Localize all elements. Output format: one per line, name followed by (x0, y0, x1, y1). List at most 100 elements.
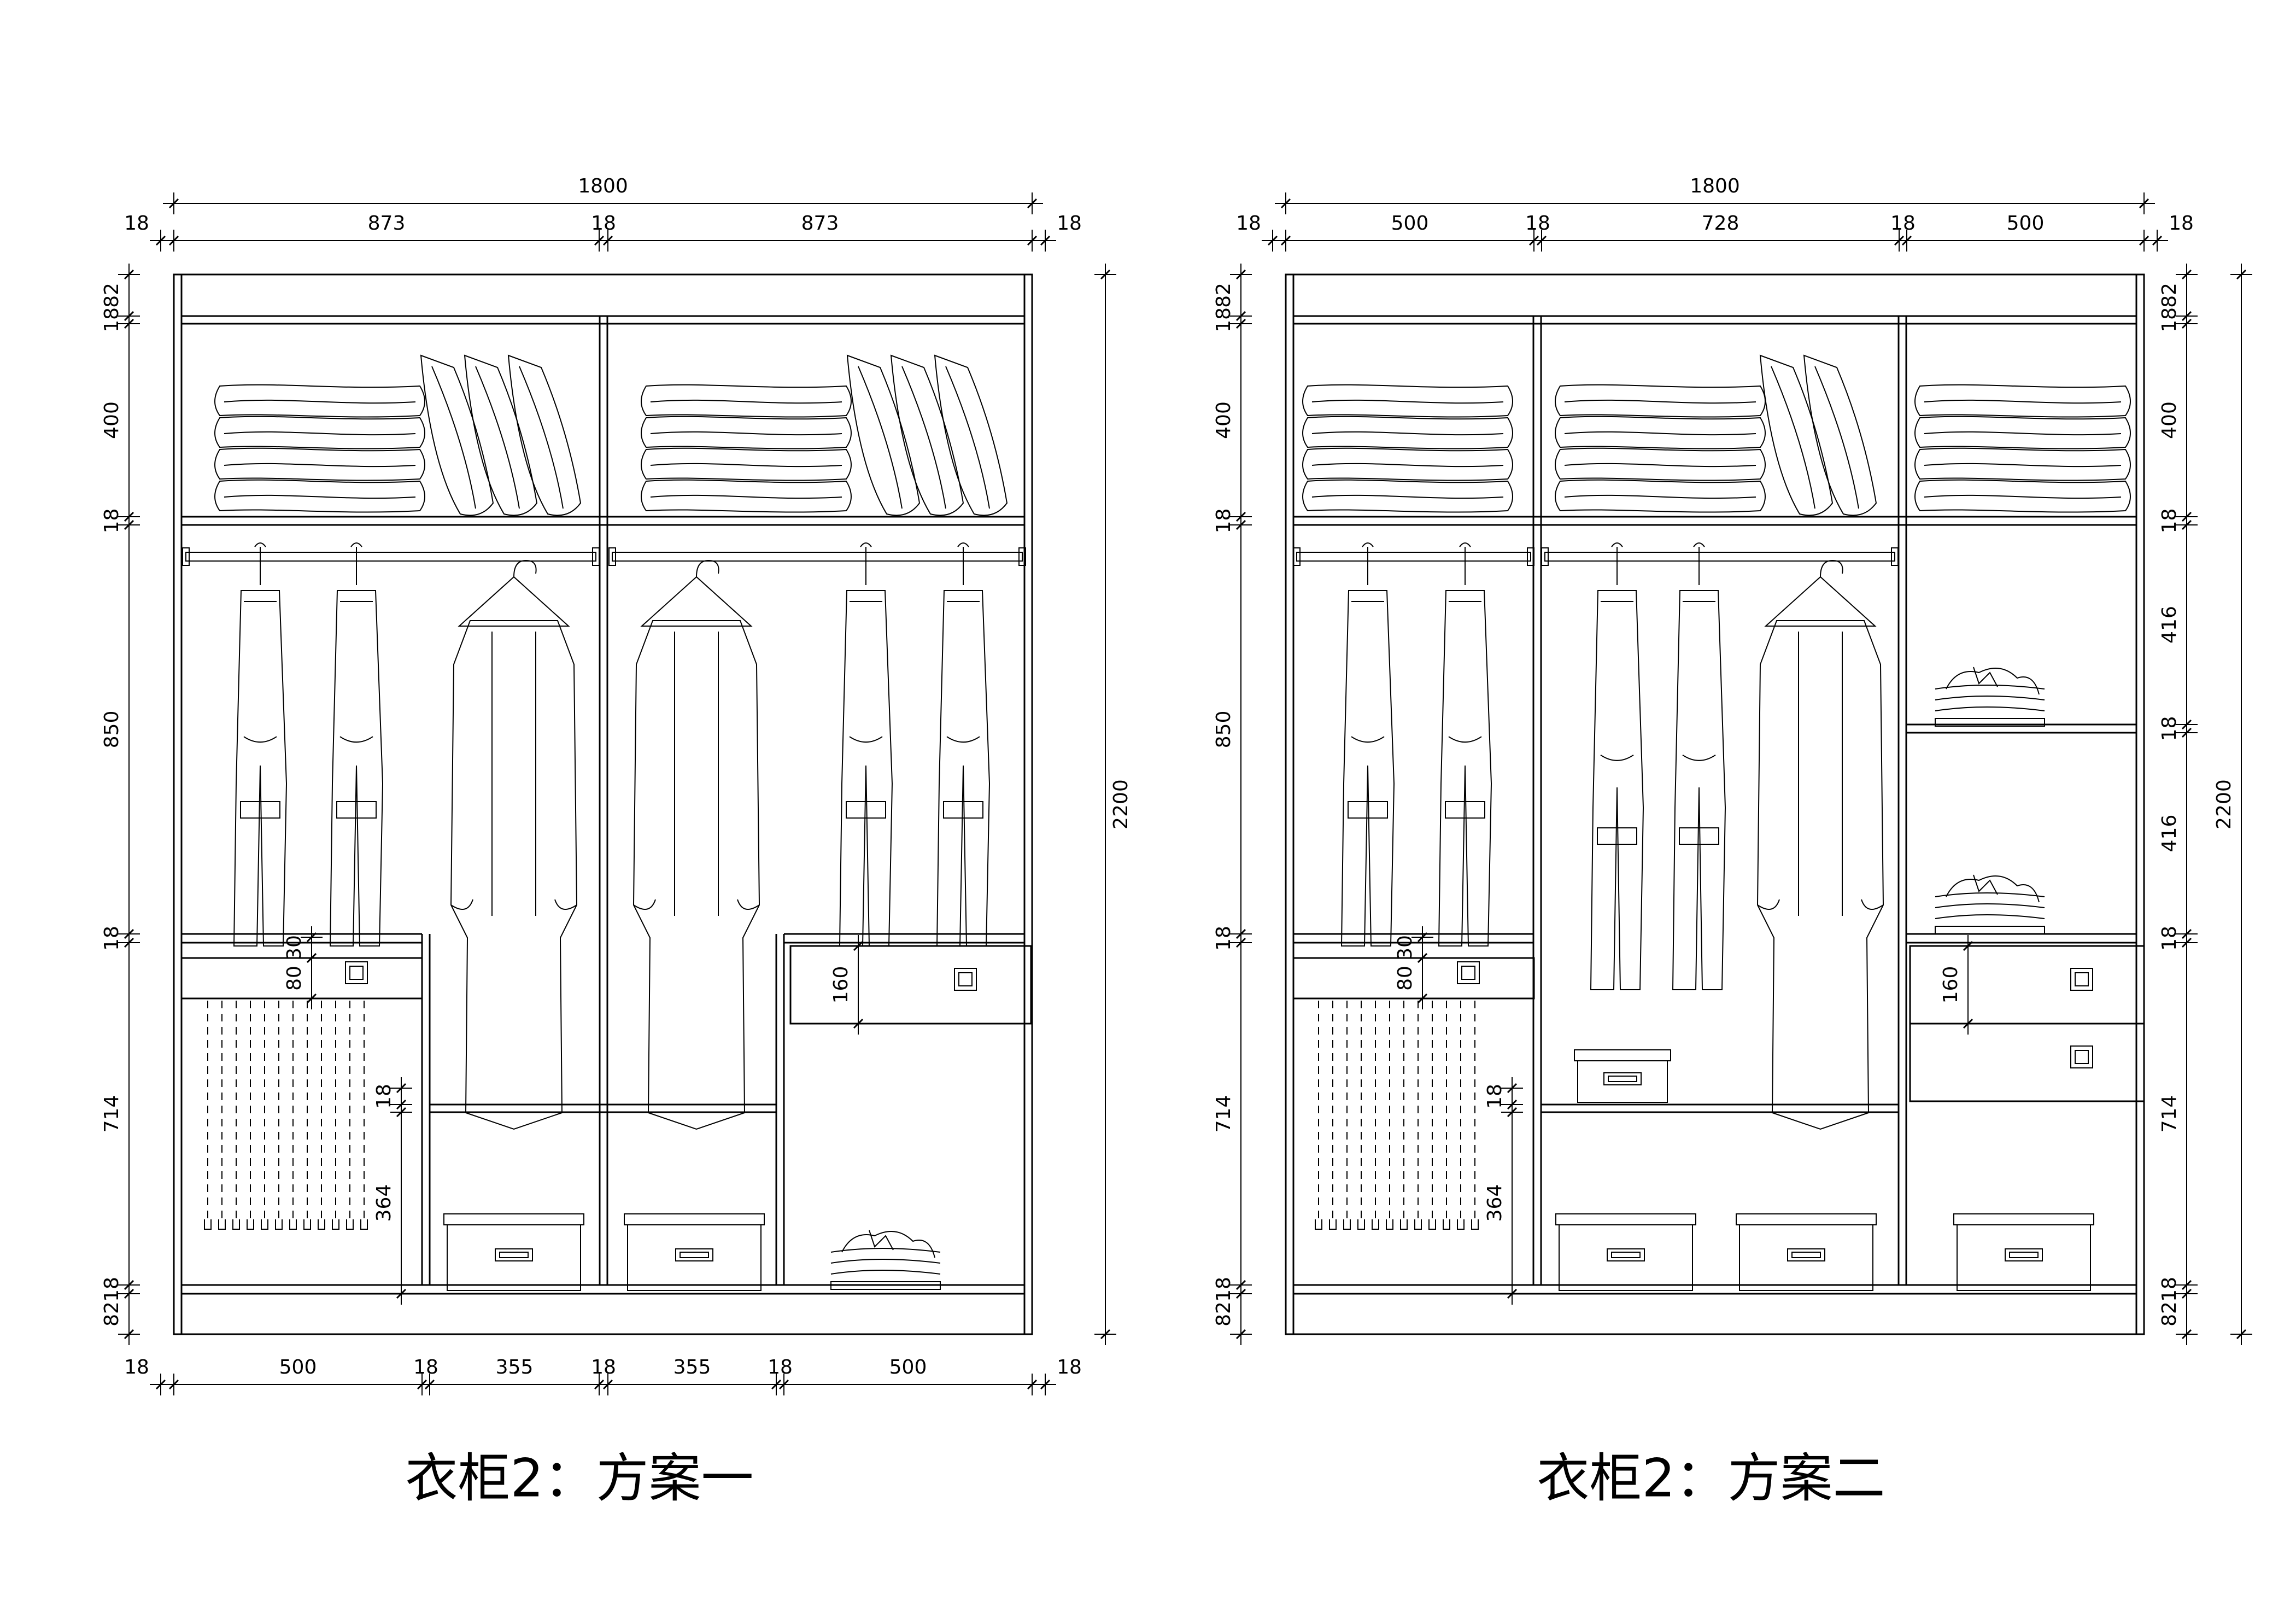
dimension-label: 714 (2158, 1095, 2181, 1133)
hanging-rod-icon (185, 552, 596, 562)
hanging-trousers-icon (1597, 827, 1637, 845)
hanging-scarf-icon (303, 1219, 311, 1230)
hanging-trousers-icon (936, 590, 991, 947)
dimension-label: 18 (2158, 1277, 2181, 1302)
folded-shirt-icon (1935, 903, 2045, 908)
pillow-icon (901, 366, 946, 509)
hanging-trousers-icon (254, 542, 266, 547)
pillow-icon (519, 366, 564, 509)
folded-shirt-icon (830, 1259, 941, 1264)
folded-blanket-icon (1555, 447, 1766, 481)
folded-blanket-icon (1914, 384, 2131, 418)
dimension-label: 18 (1890, 212, 1916, 235)
folded-blanket-icon (1914, 416, 2131, 449)
dimension-label: 18 (101, 509, 123, 534)
drawer-front (1909, 1023, 2145, 1102)
hanging-scarf-icon (261, 1219, 268, 1230)
hanging-scarf-icon (1372, 1219, 1379, 1230)
folded-blanket-icon (1302, 447, 1513, 481)
hanging-rod-icon (592, 547, 600, 566)
hanging-coat-icon (450, 899, 577, 910)
dimension-label: 18 (2158, 307, 2181, 332)
hanging-scarf-icon (1457, 1219, 1465, 1230)
folded-blanket-icon (650, 494, 842, 499)
folded-blanket-icon (650, 431, 842, 436)
hanging-trousers-icon (1600, 754, 1634, 761)
hanging-rod-icon (1293, 547, 1301, 566)
hanging-coat-icon (640, 576, 753, 627)
dimension-label: 850 (1213, 711, 1235, 749)
hanging-trousers-icon (1438, 590, 1492, 947)
dimension-label: 18 (1213, 1277, 1235, 1302)
drawer-handle-icon (1457, 961, 1480, 984)
hanging-scarf-icon (1386, 1219, 1393, 1230)
folded-blanket-icon (1924, 431, 2122, 436)
folded-shirt-icon (1935, 926, 2045, 934)
storage-box-icon (2005, 1248, 2043, 1261)
dimension-label: 82 (101, 283, 123, 308)
dimension-label: 714 (101, 1095, 123, 1133)
dimension-label: 355 (673, 1356, 711, 1378)
drawer-front (789, 945, 1032, 1025)
dimension-label: 18 (1057, 212, 1082, 235)
folded-blanket-icon (1924, 463, 2122, 468)
folded-blanket-icon (1555, 416, 1766, 449)
hanging-rod-icon (1296, 552, 1531, 562)
dimension-label: 18 (413, 1356, 438, 1378)
pillow-icon (858, 366, 903, 509)
dimension-label: 2200 (1110, 779, 1132, 829)
dimension-label: 18 (1236, 212, 1261, 235)
dimension-label: 18 (1057, 1356, 1082, 1378)
hanging-scarf-icon (1357, 1219, 1365, 1230)
folded-shirt-icon (869, 1230, 894, 1251)
dimension-label: 18 (1213, 926, 1235, 951)
hanging-trousers-icon (839, 590, 893, 947)
hanging-scarf-icon (332, 1219, 339, 1230)
hanging-rod-icon (1541, 547, 1549, 566)
pillow-icon (431, 366, 476, 509)
dimension-label: 1800 (1690, 175, 1740, 197)
drawer-handle-icon (2075, 972, 2089, 986)
hanging-trousers-icon (846, 801, 886, 819)
folded-blanket-icon (214, 384, 425, 418)
hanging-scarf-icon (289, 1219, 297, 1230)
hanging-coat-icon (513, 559, 537, 577)
dimension-label: 400 (2158, 401, 2181, 439)
hanging-coat-icon (632, 620, 760, 1130)
dimension-label: 500 (279, 1356, 317, 1378)
drawer-handle-icon (345, 961, 368, 984)
hanging-rod-icon (1018, 547, 1026, 566)
pillow-icon (945, 366, 990, 509)
folded-shirt-icon (1973, 667, 1998, 687)
drawer-handle-icon (958, 972, 973, 986)
folded-blanket-icon (1302, 416, 1513, 449)
folded-blanket-icon (1914, 479, 2131, 513)
folded-blanket-icon (1564, 431, 1756, 436)
folded-blanket-icon (1564, 463, 1756, 468)
hanging-rod-icon (608, 547, 616, 566)
hanging-trousers-icon (1693, 542, 1705, 547)
folded-shirt-icon (1946, 875, 2040, 903)
dimension-label: 18 (124, 1356, 149, 1378)
dimension-label: 364 (373, 1184, 395, 1222)
dimension-label: 30 (283, 935, 306, 960)
folded-blanket-icon (1302, 384, 1513, 418)
hanging-rod-icon (182, 547, 190, 566)
folded-blanket-icon (1564, 494, 1756, 499)
hanging-trousers-icon (1348, 801, 1388, 819)
hanging-coat-icon (458, 576, 570, 627)
dimension-label: 18 (1525, 212, 1550, 235)
pillow-icon (934, 354, 1008, 516)
pillow-icon (1814, 366, 1859, 509)
hanging-trousers-icon (1459, 542, 1471, 547)
dimension-label: 80 (283, 966, 306, 991)
folded-blanket-icon (641, 447, 852, 481)
hanging-trousers-icon (1679, 827, 1719, 845)
dimension-label: 82 (101, 1301, 123, 1327)
folded-blanket-icon (1555, 384, 1766, 418)
dimension-label: 1800 (578, 175, 628, 197)
storage-box-icon (627, 1224, 762, 1291)
dimension-label: 728 (1702, 212, 1739, 235)
folded-blanket-icon (214, 447, 425, 481)
